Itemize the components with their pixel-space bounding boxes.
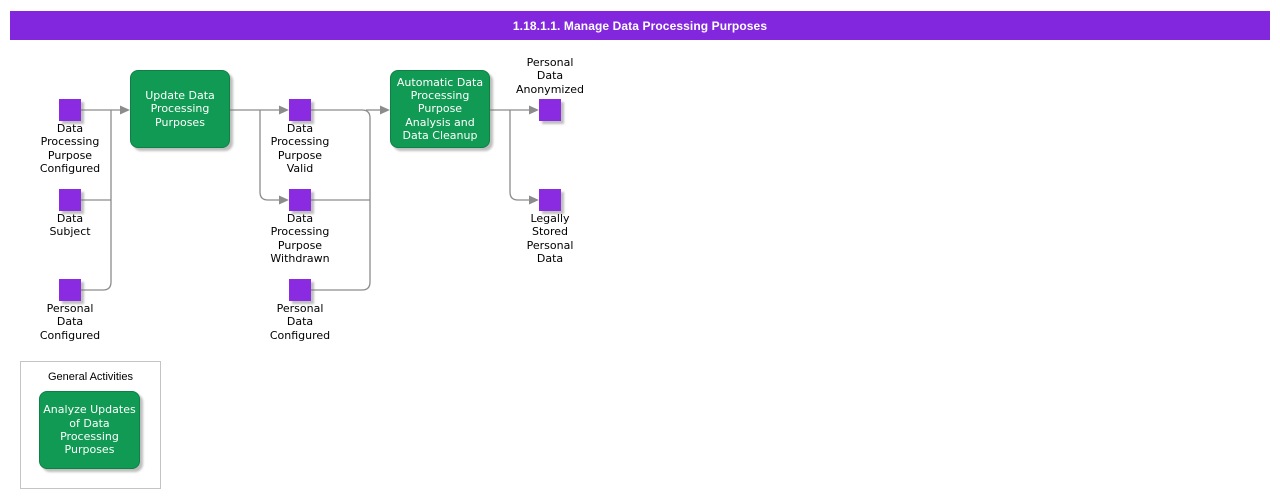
general-activities-title: General Activities — [48, 371, 133, 383]
diagram-title: 1.18.1.1. Manage Data Processing Purpose… — [512, 18, 768, 33]
event-data-processing-purpose-configured[interactable] — [59, 99, 81, 121]
event-label-personal-data-anonymized: Personal Data Anonymized — [515, 56, 584, 96]
event-personal-data-anonymized[interactable] — [539, 99, 561, 121]
event-personal-data-configured-middle[interactable] — [289, 279, 311, 301]
event-data-processing-purpose-valid[interactable] — [289, 99, 311, 121]
function-analyze-updates-of-data-processing-purposes[interactable]: Analyze Updates of Data Processing Purpo… — [39, 391, 140, 469]
function-update-data-processing-purposes[interactable]: Update Data Processing Purposes — [130, 70, 230, 148]
function-label-automatic-data-processing-purpose-analysis: Automatic Data Processing Purpose Analys… — [396, 75, 484, 142]
event-label-legally-stored-personal-data: Legally Stored Personal Data — [526, 212, 574, 265]
general-activities-container: General Activities Analyze Updates of Da… — [20, 361, 161, 489]
event-legally-stored-personal-data[interactable] — [539, 189, 561, 211]
function-label-analyze-updates-of-data-processing-purposes: Analyze Updates of Data Processing Purpo… — [43, 403, 136, 457]
event-data-subject[interactable] — [59, 189, 81, 211]
event-data-processing-purpose-withdrawn[interactable] — [289, 189, 311, 211]
event-label-personal-data-configured-left: Personal Data Configured — [39, 302, 101, 342]
function-label-update-data-processing-purposes: Update Data Processing Purposes — [145, 89, 215, 129]
event-label-data-processing-purpose-valid: Data Processing Purpose Valid — [270, 122, 330, 175]
diagram-title-bar: 1.18.1.1. Manage Data Processing Purpose… — [10, 11, 1270, 40]
event-personal-data-configured-left[interactable] — [59, 279, 81, 301]
event-label-data-subject: Data Subject — [49, 212, 91, 239]
function-automatic-data-processing-purpose-analysis[interactable]: Automatic Data Processing Purpose Analys… — [390, 70, 490, 148]
event-label-personal-data-configured-middle: Personal Data Configured — [269, 302, 331, 342]
event-label-data-processing-purpose-withdrawn: Data Processing Purpose Withdrawn — [270, 212, 330, 265]
event-label-data-processing-purpose-configured: Data Processing Purpose Configured — [39, 122, 101, 175]
